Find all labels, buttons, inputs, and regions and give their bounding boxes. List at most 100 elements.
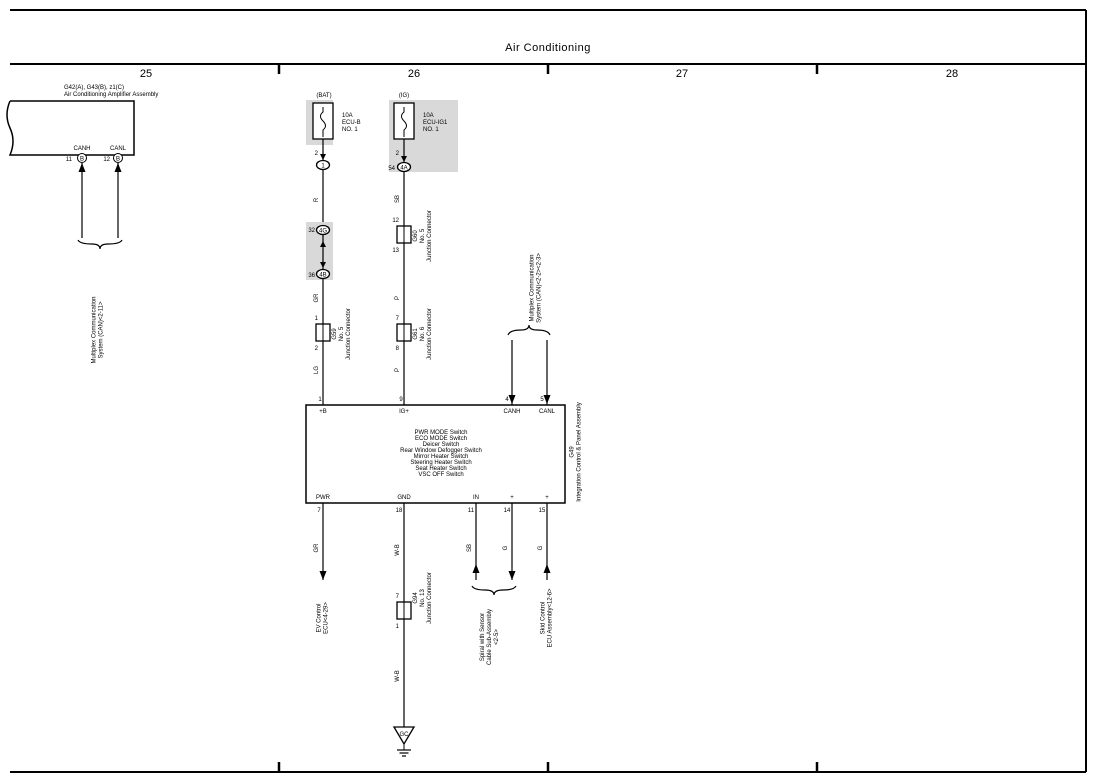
pin-number: 32	[308, 228, 315, 234]
canh-label: CANH	[73, 146, 90, 152]
wire-color: LG	[314, 366, 320, 374]
label-line: G42(A), G43(B), z1(C)	[64, 85, 124, 91]
junction-connector-label: G61No. 6Junction Connector	[413, 308, 433, 360]
pin-number: 2	[315, 151, 319, 157]
label-line: Junction Connector	[427, 308, 433, 360]
skid-control-line: G Skid ControlECU Assembly<12-6>	[538, 503, 554, 648]
label-line: G49	[570, 446, 576, 458]
wire-color: SB	[467, 544, 473, 552]
terminal-label: +	[545, 495, 549, 501]
pin-number: 7	[317, 508, 321, 514]
ecu-name: G49Integration Control & Panel Assembly	[570, 402, 583, 501]
connector-code: 4G	[319, 229, 327, 235]
label-line: Cable Sub-Assembly	[487, 609, 493, 665]
label-line: No. 13	[420, 589, 426, 607]
label-line: Spiral with Sensor	[480, 613, 486, 661]
can-system-note: Multiplex CommunicationSystem (CAN)<2-11…	[92, 296, 105, 363]
pwr-destination: EV ControlECU<4-29>	[317, 602, 330, 634]
wire-color: P	[395, 368, 401, 372]
terminal-label: +	[510, 495, 514, 501]
wire-color: G	[538, 545, 544, 550]
label-line: ECU<4-29>	[324, 602, 330, 634]
frame	[10, 9, 1087, 773]
label-line: Junction Connector	[427, 210, 433, 262]
label-line: Skid Control	[541, 602, 547, 635]
label-line: G61	[413, 328, 419, 340]
canl-label: CANL	[110, 146, 127, 152]
switch-name: Deicer Switch	[423, 442, 460, 448]
label-line: Multiplex Communication	[92, 296, 98, 363]
wire-color: P	[395, 296, 401, 300]
pin-number: 12	[392, 218, 399, 224]
terminal-label: CANH	[503, 409, 520, 415]
connector-code: B	[80, 157, 84, 163]
label-line: ECU Assembly<12-6>	[548, 588, 554, 648]
switch-name: Rear Window Defogger Switch	[400, 448, 482, 454]
wire-color: G	[503, 545, 509, 550]
connector-code: 4A	[400, 166, 407, 172]
switch-name: Mirror Heater Switch	[414, 454, 469, 460]
ecu-can-lines: Multiplex CommunicationSystem (CAN)<2-2>…	[507, 253, 551, 405]
pin-number: 9	[399, 397, 403, 403]
ground-circuit: W-B 7 1 G94No. 13Junction Connector W-B …	[392, 503, 433, 757]
wire-color: GR	[314, 543, 320, 553]
switch-name: Seat Heater Switch	[415, 466, 466, 472]
pin-number: 36	[308, 273, 315, 279]
ground-icon	[392, 726, 416, 757]
terminal-label: PWR	[316, 495, 331, 501]
column-number: 28	[946, 68, 958, 80]
label-line: Integration Control & Panel Assembly	[577, 402, 583, 501]
bat-source-label: (BAT)	[316, 93, 331, 99]
pin-number: 13	[392, 248, 399, 254]
label-line: Junction Connector	[427, 572, 433, 624]
label-line: <2-5>	[494, 629, 500, 645]
pin-number: 11	[468, 508, 475, 514]
label-line: NO. 1	[342, 127, 358, 133]
pin-number: 11	[66, 157, 73, 163]
label-line: No. 5	[339, 326, 345, 341]
label-line: ECU-IG1	[423, 120, 448, 126]
label-line: Air Conditioning Amplifier Assembly	[64, 92, 158, 98]
pin-number: 7	[396, 316, 400, 322]
page-title: Air Conditioning	[505, 42, 591, 54]
spiral-sensor-lines: SB G Spiral with SensorCable Sub-Assembl…	[467, 503, 517, 665]
label-line: NO. 1	[423, 127, 439, 133]
pin-number: 1	[396, 624, 400, 630]
wire-color: SB	[395, 195, 401, 203]
fuse-icon	[393, 102, 415, 140]
junction-connector-label: G60No. 5Junction Connector	[413, 210, 433, 262]
label-line: No. 5	[420, 228, 426, 243]
integration-control-panel: 1 9 4 5 +B IG+ CANH CANL PWR MODE Switch…	[305, 397, 583, 514]
switch-name: Steering Heater Switch	[410, 460, 471, 466]
skid-destination: Skid ControlECU Assembly<12-6>	[541, 588, 554, 648]
connector-code: B	[116, 157, 120, 163]
label-line: No. 6	[420, 326, 426, 341]
label-line: 10A	[423, 113, 434, 119]
terminal-label: IN	[473, 495, 479, 501]
label-line: Junction Connector	[346, 308, 352, 360]
column-number: 27	[676, 68, 688, 80]
wire-color: R	[314, 197, 320, 202]
label-line: System (CAN)<2-11>	[99, 301, 105, 358]
ig-source-label: (IG)	[399, 93, 409, 99]
junction-connector-label: G94No. 13Junction Connector	[413, 572, 433, 624]
terminal-label: IG+	[399, 409, 409, 415]
spiral-destination: Spiral with SensorCable Sub-Assembly<2-5…	[480, 609, 500, 665]
junction-connector-label: G59No. 5Junction Connector	[332, 308, 352, 360]
terminal-label: GND	[397, 495, 411, 501]
pin-number: 12	[103, 157, 110, 163]
ground-point-label: GC	[400, 732, 410, 738]
pin-number: 2	[315, 346, 319, 352]
terminal-label: +B	[319, 409, 327, 415]
label-line: Multiplex Communication	[530, 254, 536, 321]
pin-number: 2	[396, 151, 400, 157]
wire-color: W-B	[395, 670, 401, 682]
ac-amplifier-assembly: G42(A), G43(B), z1(C)Air Conditioning Am…	[6, 85, 158, 364]
label-line: G60	[413, 230, 419, 242]
label-line: 10A	[342, 113, 353, 119]
switch-list: PWR MODE Switch ECO MODE Switch Deicer S…	[400, 430, 482, 478]
